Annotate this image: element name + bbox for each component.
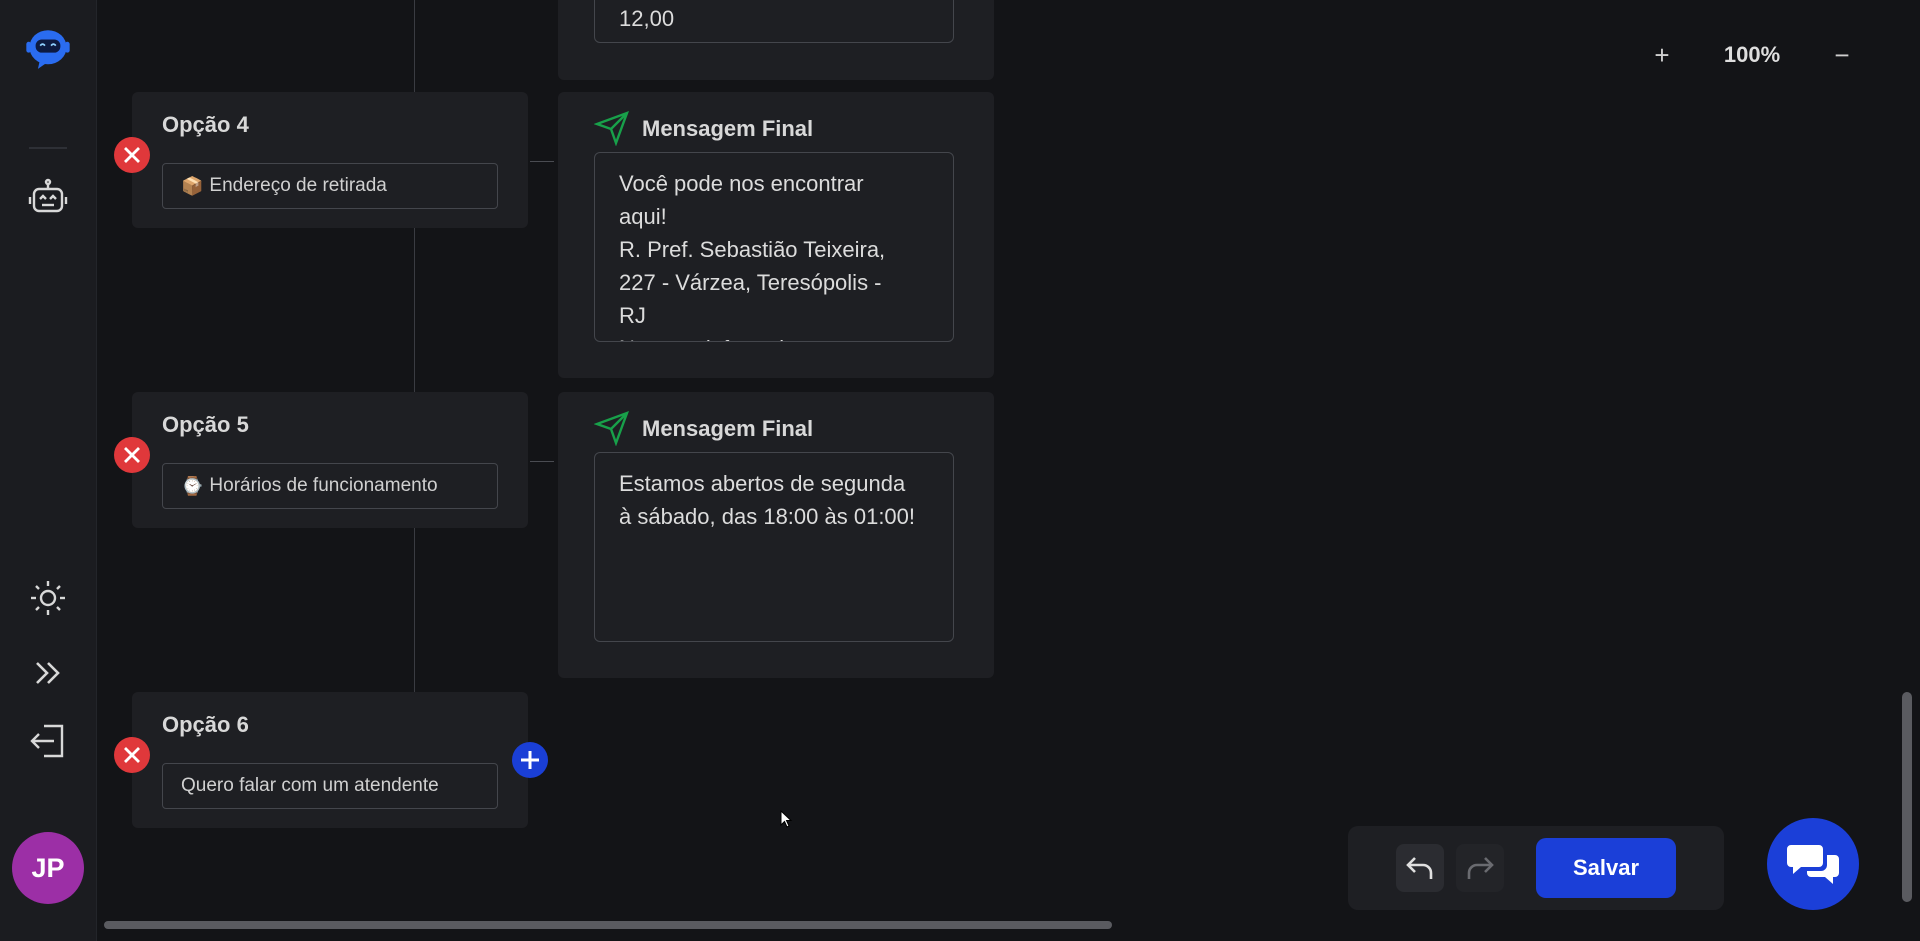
close-icon bbox=[124, 447, 140, 463]
message-text-box[interactable]: 12,00 Horários de F... bbox=[594, 0, 954, 43]
undo-button[interactable] bbox=[1396, 844, 1444, 892]
option-label-field[interactable]: 📦 Endereço de retirada bbox=[162, 163, 498, 209]
mouse-cursor-icon bbox=[780, 810, 793, 828]
close-icon bbox=[124, 747, 140, 763]
connector-line bbox=[530, 161, 554, 162]
connector-line bbox=[414, 528, 415, 692]
robot-icon[interactable] bbox=[24, 173, 72, 221]
option-label: Horários de funcionamento bbox=[209, 475, 438, 496]
option-node-6[interactable]: Opção 6 Quero falar com um atendente bbox=[132, 692, 528, 828]
save-button[interactable]: Salvar bbox=[1536, 838, 1676, 898]
zoom-in-button[interactable]: + bbox=[1654, 39, 1670, 70]
message-line: Estamos abertos de segunda bbox=[619, 471, 906, 496]
sidebar: JP bbox=[0, 0, 97, 941]
message-title: Mensagem Final bbox=[642, 116, 814, 141]
message-line: Horários de F... bbox=[619, 35, 929, 42]
delete-option-button[interactable] bbox=[114, 737, 150, 773]
redo-button[interactable] bbox=[1456, 844, 1504, 892]
message-line: R. Pref. Sebastião Teixeira, bbox=[619, 237, 886, 262]
option-label-field[interactable]: Quero falar com um atendente bbox=[162, 763, 498, 809]
flow-canvas[interactable]: 12,00 Horários de F... Opção 4 📦 Endereç… bbox=[96, 0, 1920, 941]
sidebar-divider bbox=[29, 147, 67, 149]
package-icon: 📦 bbox=[181, 175, 204, 196]
message-line: Você pode nos encontrar bbox=[619, 171, 864, 196]
vertical-scroll-thumb[interactable] bbox=[1902, 692, 1912, 902]
send-icon bbox=[594, 110, 630, 146]
double-chevron-right-icon[interactable] bbox=[24, 649, 72, 697]
support-chat-button[interactable] bbox=[1767, 818, 1859, 910]
message-node[interactable]: Mensagem Final Você pode nos encontrar a… bbox=[558, 92, 994, 378]
close-icon bbox=[124, 147, 140, 163]
message-line: 227 - Várzea, Teresópolis - bbox=[619, 270, 882, 295]
add-message-button[interactable] bbox=[512, 742, 548, 778]
connector-line bbox=[530, 461, 554, 462]
horizontal-scrollbar[interactable] bbox=[104, 921, 1112, 929]
undo-icon bbox=[1406, 857, 1433, 879]
horizontal-scroll-thumb[interactable] bbox=[104, 921, 1112, 929]
connector-line bbox=[414, 0, 415, 92]
message-line: RJ bbox=[619, 303, 646, 328]
option-title: Opção 4 bbox=[162, 112, 249, 137]
delete-option-button[interactable] bbox=[114, 437, 150, 473]
message-line: à sábado, das 18:00 às 01:00! bbox=[619, 504, 916, 529]
avatar-initials: JP bbox=[31, 852, 65, 883]
message-title: Mensagem Final bbox=[642, 416, 814, 441]
logout-icon[interactable] bbox=[24, 717, 72, 765]
option-label: Quero falar com um atendente bbox=[181, 775, 439, 796]
message-node[interactable]: Mensagem Final Estamos abertos de segund… bbox=[558, 392, 994, 678]
zoom-level: 100% bbox=[1723, 42, 1781, 67]
option-title: Opção 6 bbox=[162, 712, 249, 737]
message-line: aqui! bbox=[619, 204, 667, 229]
sun-icon[interactable] bbox=[24, 574, 72, 622]
watch-icon: ⌚ bbox=[181, 475, 204, 496]
message-text-box[interactable]: Você pode nos encontrar aqui! R. Pref. S… bbox=[594, 152, 954, 342]
option-node-5[interactable]: Opção 5 ⌚ Horários de funcionamento bbox=[132, 392, 528, 528]
robot-chat-logo-icon[interactable] bbox=[24, 24, 72, 72]
option-title: Opção 5 bbox=[162, 412, 249, 437]
message-line: 12,00 bbox=[619, 6, 675, 31]
message-text-box[interactable]: Estamos abertos de segunda à sábado, das… bbox=[594, 452, 954, 642]
redo-icon bbox=[1467, 857, 1494, 879]
plus-icon bbox=[521, 751, 539, 769]
avatar[interactable]: JP bbox=[12, 832, 84, 904]
send-icon bbox=[594, 410, 630, 446]
message-line: Nosso telefone de contato bbox=[619, 332, 929, 341]
bottom-toolbar: Salvar bbox=[1348, 826, 1724, 910]
message-node[interactable]: 12,00 Horários de F... bbox=[558, 0, 994, 80]
chat-bubbles-icon bbox=[1787, 845, 1839, 884]
connector-line bbox=[414, 228, 415, 392]
zoom-controls: + 100% − bbox=[1644, 30, 1860, 80]
option-label-field[interactable]: ⌚ Horários de funcionamento bbox=[162, 463, 498, 509]
option-label: Endereço de retirada bbox=[209, 175, 387, 196]
delete-option-button[interactable] bbox=[114, 137, 150, 173]
zoom-out-button[interactable]: − bbox=[1834, 39, 1850, 70]
option-node-4[interactable]: Opção 4 📦 Endereço de retirada bbox=[132, 92, 528, 228]
